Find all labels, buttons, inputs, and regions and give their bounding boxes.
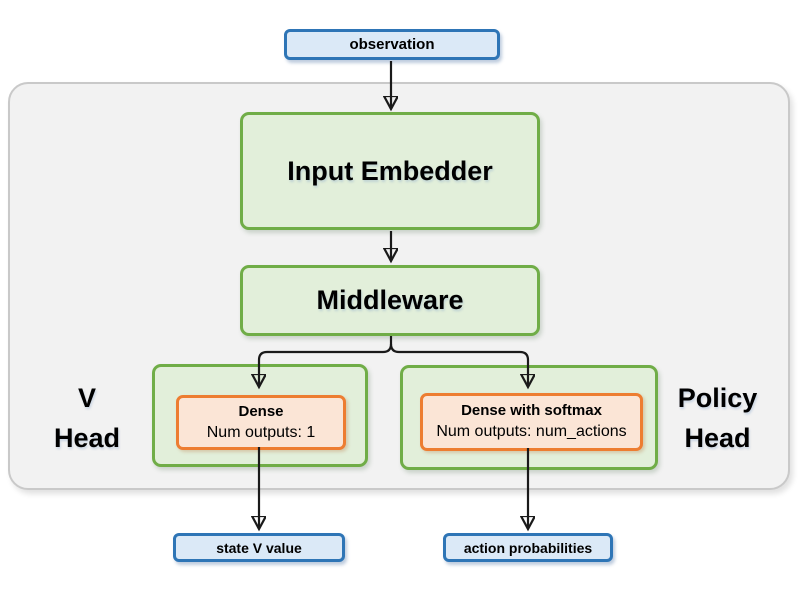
observation-node: observation	[284, 29, 500, 60]
v-head-block: Dense Num outputs: 1	[152, 364, 368, 467]
policy-head-label-line2: Head	[684, 423, 751, 453]
middleware-block: Middleware	[240, 265, 540, 336]
dense-layer-title: Dense with softmax	[461, 402, 602, 420]
action-probabilities-node: action probabilities	[443, 533, 613, 562]
policy-head-block: Dense with softmax Num outputs: num_acti…	[400, 365, 658, 470]
dense-layer-title: Dense	[238, 402, 284, 420]
v-head-label-line1: V	[77, 383, 96, 413]
v-head-label: V Head	[27, 378, 147, 458]
v-head-label-line2: Head	[53, 423, 121, 453]
dense-layer-subtitle: Num outputs: num_actions	[436, 423, 627, 441]
input-embedder-block: Input Embedder	[240, 112, 540, 230]
state-v-value-node: state V value	[173, 533, 345, 562]
policy-head-label: Policy Head	[655, 378, 780, 458]
policy-head-dense-layer: Dense with softmax Num outputs: num_acti…	[420, 393, 643, 451]
dense-layer-subtitle: Num outputs: 1	[206, 423, 316, 441]
v-head-dense-layer: Dense Num outputs: 1	[176, 395, 346, 450]
policy-head-label-line1: Policy	[677, 383, 758, 413]
